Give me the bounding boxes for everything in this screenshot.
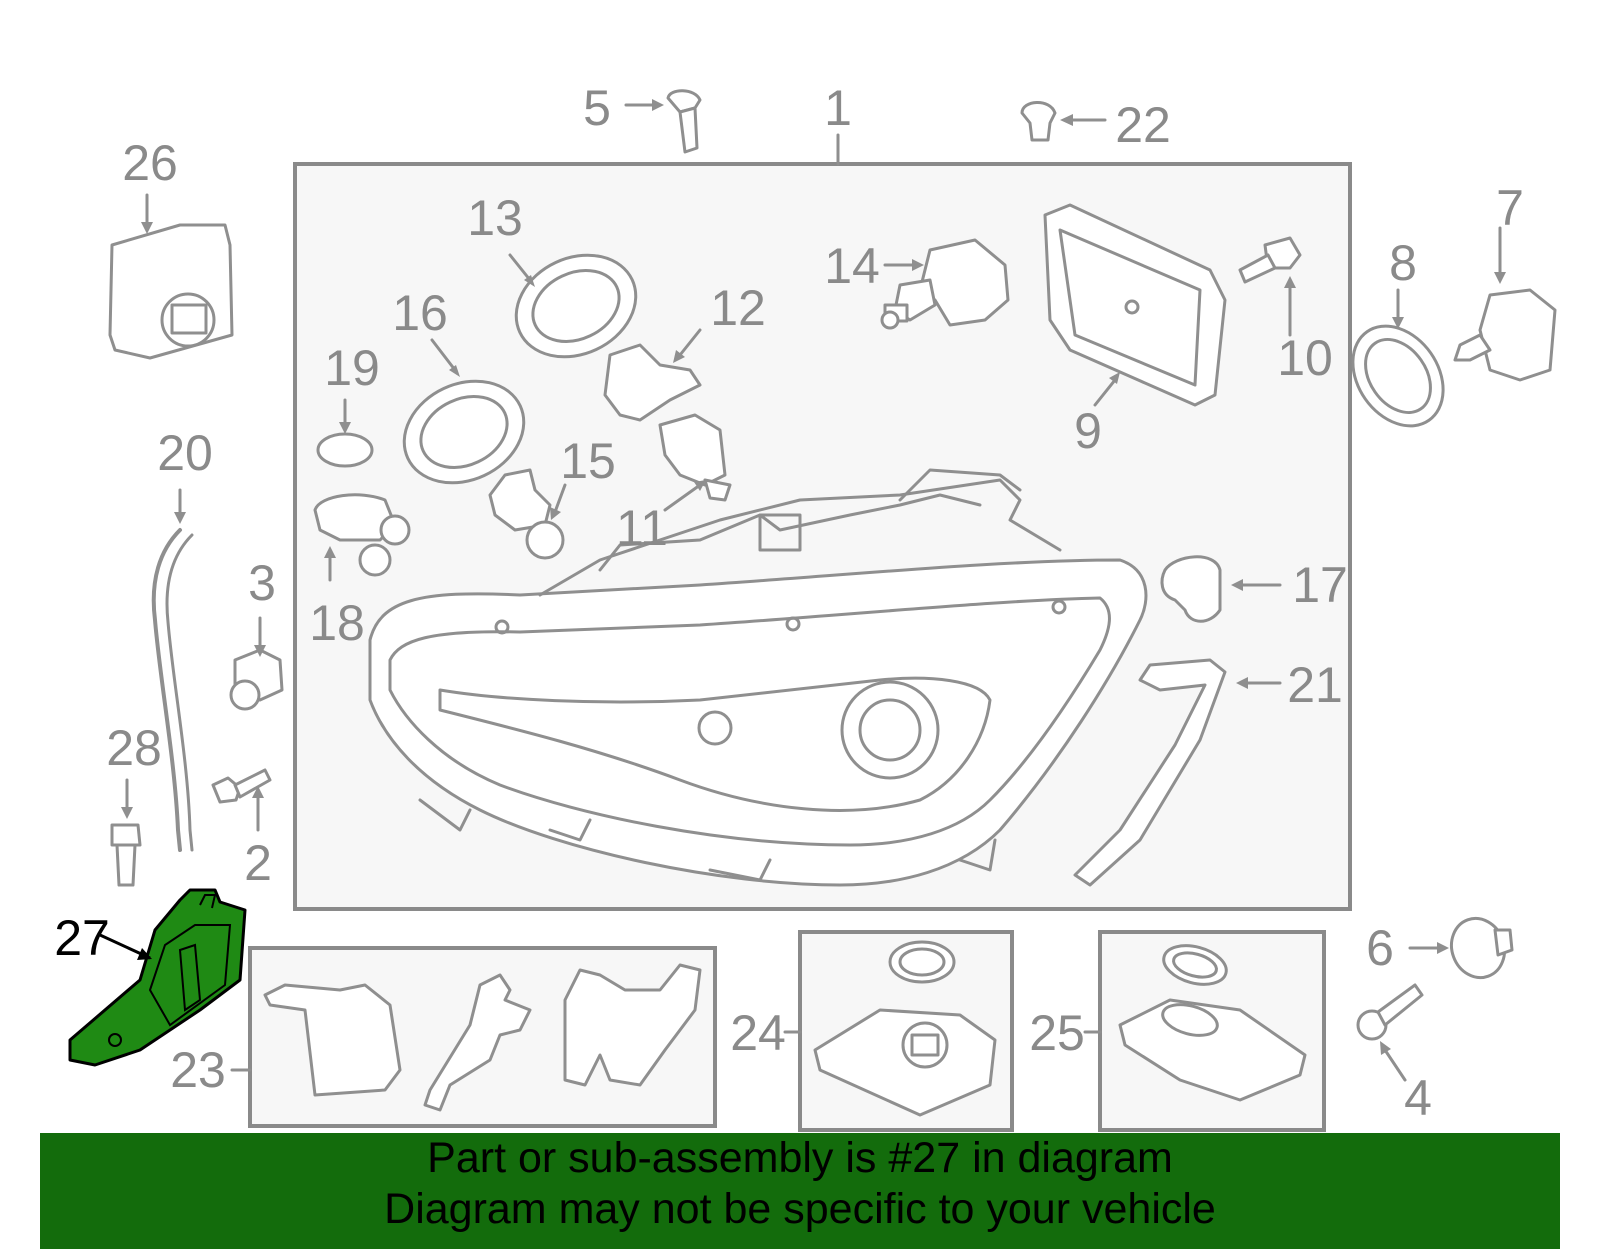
label-8: 8 — [1389, 235, 1417, 291]
part-19-oring — [316, 432, 374, 468]
label-26: 26 — [122, 135, 178, 191]
label-6: 6 — [1366, 920, 1394, 976]
label-3: 3 — [248, 555, 276, 611]
part-3-clip — [229, 648, 284, 711]
label-23: 23 — [170, 1042, 226, 1098]
part-26-module — [108, 223, 234, 360]
part-13-cap — [514, 253, 638, 359]
kit-23-brackets — [263, 963, 702, 1112]
part-12-clip — [603, 343, 702, 422]
leader-lines — [121, 99, 1506, 1082]
label-1: 1 — [824, 80, 852, 136]
label-14: 14 — [824, 238, 880, 294]
label-2: 2 — [244, 835, 272, 891]
label-9: 9 — [1074, 403, 1102, 459]
banner-line-2: Diagram may not be specific to your vehi… — [384, 1185, 1216, 1233]
kit-24-ballast — [813, 940, 997, 1117]
label-10: 10 — [1277, 330, 1333, 386]
label-7: 7 — [1496, 180, 1524, 236]
part-14-motor — [880, 238, 1010, 330]
label-19: 19 — [324, 340, 380, 396]
label-20: 20 — [157, 425, 213, 481]
label-11: 11 — [616, 500, 668, 556]
label-24: 24 — [730, 1005, 786, 1061]
part-6-clip — [1450, 916, 1514, 980]
part-15-bulb — [488, 468, 565, 560]
part-22-plug — [1020, 101, 1057, 142]
part-7-igniter — [1453, 288, 1557, 382]
label-16: 16 — [392, 285, 448, 341]
part-4-bolt — [1356, 983, 1424, 1041]
kit-25-ballast — [1118, 944, 1307, 1102]
part-9-cover — [1043, 203, 1227, 407]
label-27: 27 — [54, 910, 110, 966]
label-21: 21 — [1287, 657, 1343, 713]
part-8-ring — [1351, 324, 1445, 428]
part-2-bolt — [211, 768, 272, 804]
label-18: 18 — [309, 595, 365, 651]
part-20-hose — [151, 528, 182, 852]
part-21-seal — [1073, 658, 1227, 887]
label-28: 28 — [106, 720, 162, 776]
label-13: 13 — [467, 190, 523, 246]
label-5: 5 — [583, 80, 611, 136]
part-11-bulb — [658, 413, 732, 502]
label-17: 17 — [1292, 557, 1348, 613]
arrow-27 — [137, 948, 152, 960]
part-16-cap — [402, 379, 526, 485]
banner-line-1: Part or sub-assembly is #27 in diagram — [427, 1134, 1173, 1182]
label-25: 25 — [1029, 1005, 1085, 1061]
info-banner: Part or sub-assembly is #27 in diagram D… — [40, 1133, 1560, 1249]
part-10-screw — [1238, 236, 1302, 284]
label-12: 12 — [710, 280, 766, 336]
part-27-bracket-highlighted — [68, 888, 247, 1067]
part-28-bolt — [110, 823, 142, 887]
part-18-socket — [313, 493, 411, 577]
headlamp-housing — [368, 468, 1148, 887]
label-15: 15 — [560, 433, 616, 489]
part-5-screw — [666, 89, 702, 154]
part-20-hose-edge — [165, 533, 194, 852]
label-4: 4 — [1404, 1070, 1432, 1126]
label-22: 22 — [1115, 97, 1171, 153]
part-17-boot — [1160, 555, 1222, 623]
